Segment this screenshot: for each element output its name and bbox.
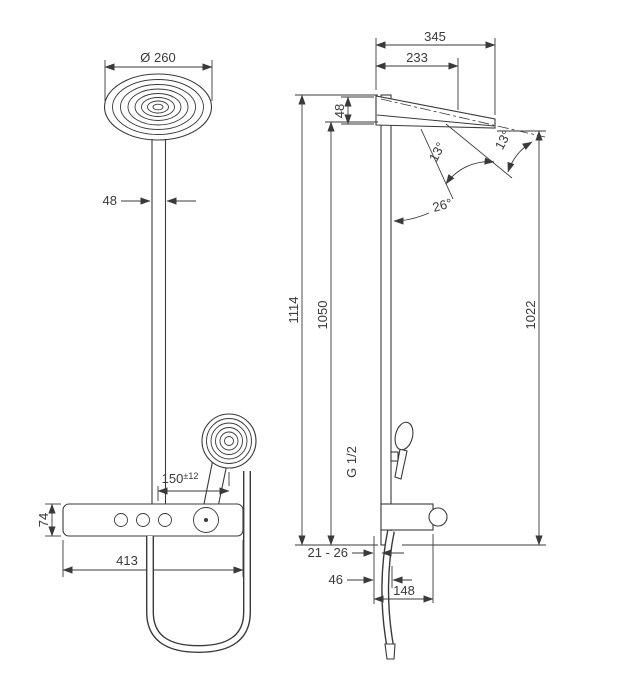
shower-hose-front [146,471,251,654]
knob-side [428,507,448,527]
front-view: Ø 260 48 150±12 [36,50,257,654]
dim-shelf-height: 74 [36,503,61,537]
dim-label-handshower-offset: 150±12 [162,471,199,486]
dim-label-bar-height: 1050 [315,301,330,330]
hose-side-inner [382,530,394,646]
valve-shelf-side [373,503,448,604]
hose-end-tip [384,643,396,660]
showerhead-ring [152,103,164,111]
showerhead-ring [112,79,204,135]
valve-shelf [62,503,244,537]
showerhead-ring [147,100,169,114]
dim-label-head-mount-height: 48 [332,104,347,118]
dim-bar-height: 1050 [315,121,378,546]
dim-label-total-reach: 345 [424,29,446,44]
shower-pipe [151,139,167,504]
angle-label-spray-left: 13° [426,140,448,164]
spray-boundary-line [445,123,513,179]
showerhead-ring [141,97,175,117]
hand-shower-holder [390,451,399,462]
showerhead-ring [103,73,213,141]
angle-arc [507,141,533,173]
dim-total-height: 1114 [286,94,378,546]
spray-angles: 13° 13° 26° [393,123,533,225]
shelf-button [136,513,150,527]
dim-label-shelf-depth: 148 [393,583,415,598]
hand-shower-ring [224,436,234,446]
dim-label-shelf-height: 74 [36,513,51,527]
label-connection-thread: G 1/2 [344,446,359,478]
hand-shower-face [201,413,257,469]
dim-pipe-width: 48 [103,193,196,208]
angle-leader [393,212,430,225]
dim-label-hose-offset: 46 [329,572,343,587]
angle-label-head: 26° [431,195,454,215]
knob-dot [204,518,208,522]
dim-label-head-height: 1022 [523,301,538,330]
dim-handshower-offset: 150±12 [157,471,230,501]
dim-hose-offset: 46 [329,566,412,588]
shelf-button [158,513,172,527]
hose-outline [146,471,251,654]
hand-shower-ring [206,418,252,464]
dim-wall-distance: 21 - 26 [308,545,404,560]
hose-inner [147,471,250,652]
dim-shelf-depth: 148 [373,534,434,603]
shower-hose-side [381,530,396,660]
showerhead-ring [120,84,196,130]
angle-arc [445,157,495,185]
dim-head-diameter: Ø 260 [104,50,213,101]
offset-value: 150 [162,471,184,486]
hand-shower-head-side [394,421,414,451]
dim-label-head-reach: 233 [406,50,428,65]
dim-label-shelf-width: 413 [116,553,138,568]
hand-shower-ring [219,431,239,451]
shelf-body [62,503,244,537]
hand-shower-handle-side [394,448,408,480]
shelf-side-body [380,503,434,531]
overhead-shower-front [103,73,213,141]
shelf-button [114,513,128,527]
showerhead-face-line [376,114,495,127]
hand-shower-ring [215,427,243,455]
shower-bar-side [380,94,392,546]
showerhead-ring [134,93,182,121]
dim-label-wall-distance: 21 - 26 [308,545,348,560]
dim-label-total-height: 1114 [286,297,301,324]
dim-head-reach: 233 [375,50,459,110]
offset-tolerance: ±12 [183,471,198,481]
dim-label-pipe-width: 48 [103,193,117,208]
hand-shower-side [390,421,414,480]
showerhead-ring [127,88,189,126]
temperature-knob [193,507,219,533]
dim-head-mount-height: 48 [332,96,374,125]
dim-head-height: 1022 [402,130,546,546]
side-view: 13° 13° 26° 345 233 48 [286,29,546,660]
spray-boundary-line [420,128,454,200]
dim-label-head-diameter: Ø 260 [140,50,175,65]
hand-shower-ring [210,422,248,460]
